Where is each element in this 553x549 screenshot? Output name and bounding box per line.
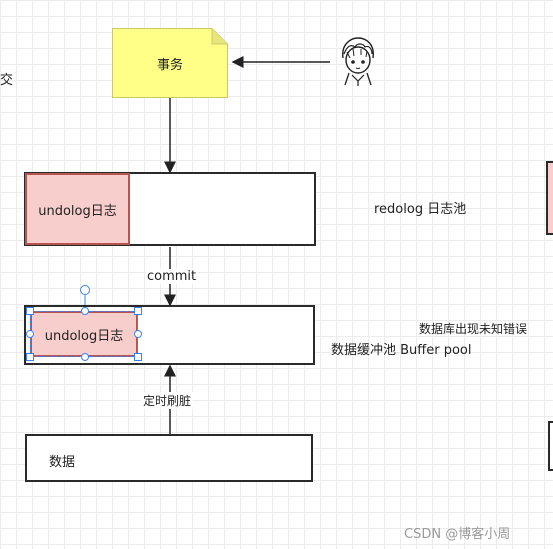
resize-handle-bottom[interactable] <box>81 353 89 361</box>
selection-outline <box>30 311 138 357</box>
data-box-label: 数据 <box>49 455 76 470</box>
data-box[interactable]: 数据 <box>25 434 313 482</box>
resize-handle-left[interactable] <box>26 330 34 338</box>
redolog-label: redolog 日志池 <box>374 202 467 217</box>
watermark-text: CSDN @博客小周 <box>404 527 511 542</box>
flush-label: 定时刷脏 <box>141 392 194 409</box>
resize-handle-bottom-right[interactable] <box>134 353 142 361</box>
resize-handle-right[interactable] <box>134 330 142 338</box>
buffer-undolog-label: undolog日志 <box>44 328 124 344</box>
transaction-note-label: 事务 <box>156 58 183 73</box>
right-partial-box-bottom <box>548 421 553 471</box>
top-undolog-label: undolog日志 <box>38 203 117 219</box>
user-avatar-icon <box>335 36 381 86</box>
buffer-pool-label: 数据缓冲池 Buffer pool <box>331 343 472 358</box>
resize-handle-top-left[interactable] <box>26 307 34 315</box>
top-undolog-block[interactable]: undolog日志 <box>25 173 130 245</box>
resize-handle-bottom-left[interactable] <box>26 353 34 361</box>
left-fragment-text: 交 <box>0 73 14 88</box>
right-partial-box-top <box>546 161 553 235</box>
commit-label: commit <box>146 269 198 284</box>
transaction-note[interactable]: 事务 <box>112 28 228 98</box>
resize-handle-top-right[interactable] <box>134 307 142 315</box>
db-error-label: 数据库出现未知错误 <box>419 322 528 336</box>
resize-handle-top[interactable] <box>81 307 89 315</box>
rotate-handle[interactable] <box>80 285 90 295</box>
